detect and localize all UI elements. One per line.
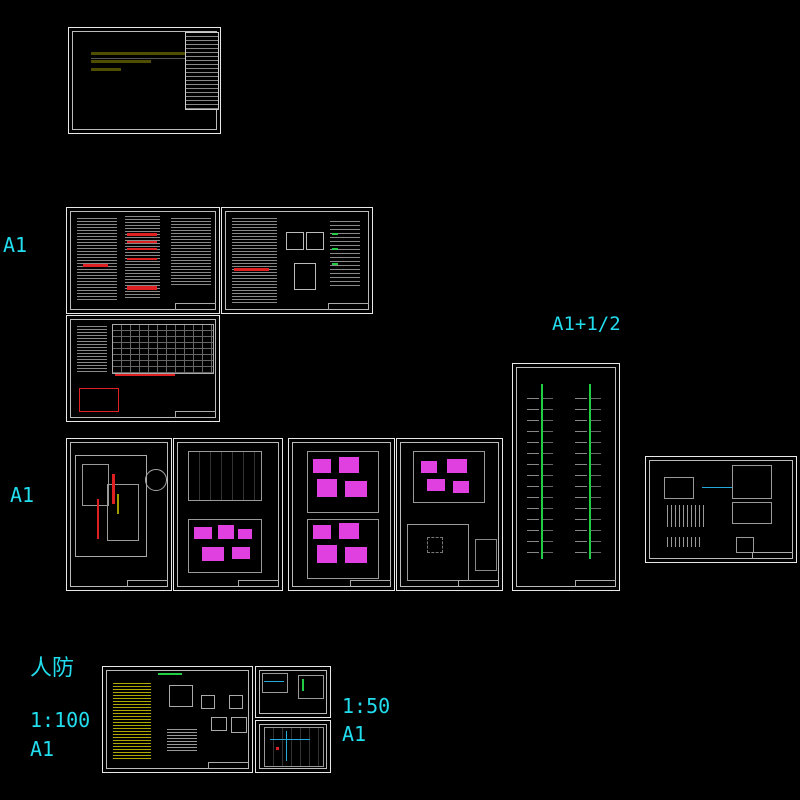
civil-defense-detail-sheet-1[interactable] (255, 666, 331, 718)
sheet-size-label: A1 (10, 483, 35, 507)
floor-plan-sheet-4[interactable] (396, 438, 503, 591)
equipment-list-sheet[interactable] (66, 315, 220, 422)
sheet-size-label: A1 (3, 233, 28, 257)
design-notes-sheet-2[interactable] (221, 207, 373, 314)
design-notes-sheet-1[interactable] (66, 207, 220, 314)
sheet-size-label: A1 (342, 722, 367, 746)
civil-defense-detail-sheet-2[interactable] (255, 720, 331, 773)
sheet-size-label: A1 (30, 737, 55, 761)
floor-plan-sheet-2[interactable] (173, 438, 283, 591)
civil-defense-notes-sheet[interactable] (102, 666, 253, 773)
sheet-size-label: A1+1/2 (552, 313, 621, 335)
civil-defense-label: 人防 (30, 656, 75, 681)
details-sheet[interactable] (645, 456, 797, 563)
floor-plan-sheet-3[interactable] (288, 438, 395, 591)
scale-label: 1:50 (342, 694, 391, 718)
cover-sheet[interactable] (68, 27, 221, 134)
scale-label: 1:100 (30, 708, 91, 732)
riser-diagram-sheet[interactable] (512, 363, 620, 591)
floor-plan-sheet-1[interactable] (66, 438, 172, 591)
